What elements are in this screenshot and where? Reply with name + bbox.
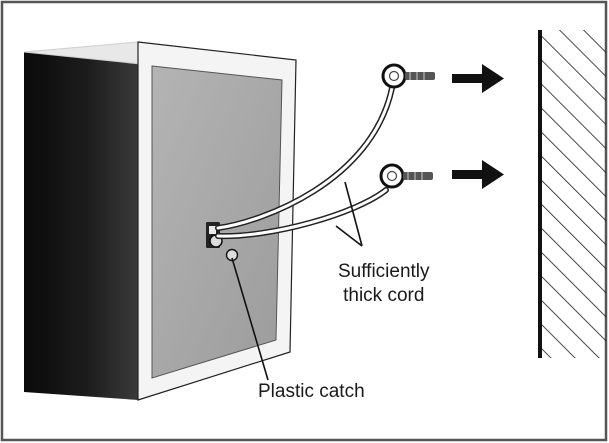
cabinet bbox=[23, 41, 297, 401]
leader-lines bbox=[231, 181, 363, 381]
cord-label-line1: Sufficiently bbox=[338, 261, 430, 282]
eye-screw-icon bbox=[381, 63, 435, 89]
leader-cord-upper bbox=[344, 181, 363, 247]
cord-upper bbox=[215, 85, 395, 231]
hatched-wall bbox=[538, 30, 606, 358]
eye-screw-icon bbox=[379, 163, 433, 189]
catch-label: Plastic catch bbox=[258, 381, 365, 402]
cord-lower bbox=[215, 187, 389, 240]
cord-label: Sufficiently thick cord bbox=[338, 260, 430, 308]
leader-catch bbox=[231, 257, 269, 381]
cabinet-front-face bbox=[24, 42, 138, 400]
leader-cord-lower bbox=[335, 225, 363, 247]
cord-label-line2: thick cord bbox=[343, 285, 425, 306]
arrow-right-icon bbox=[452, 160, 504, 189]
arrow-right-icon bbox=[452, 64, 504, 93]
